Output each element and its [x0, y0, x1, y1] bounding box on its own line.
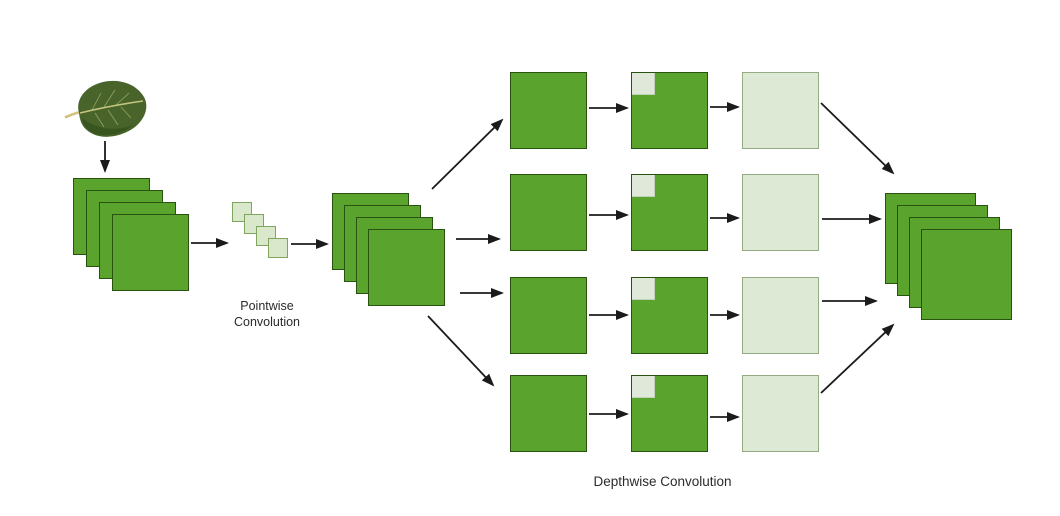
depthwise-input-map: [510, 277, 587, 354]
depthwise-input-map: [510, 174, 587, 251]
depthwise-output-map: [742, 277, 819, 354]
leaf-stem: [64, 110, 83, 119]
leaf-shading: [82, 118, 133, 136]
output-feature-map-layer: [921, 229, 1012, 320]
pointwise-output-layer: [368, 229, 445, 306]
kernel-corner-overlay: [632, 278, 655, 300]
arrow-branch1-to-output-stack: [820, 102, 895, 175]
depthwise-kernel-map: [631, 174, 708, 251]
depthwise-input-map: [510, 72, 587, 149]
arrows: [100, 102, 895, 422]
kernel-corner-overlay: [632, 376, 655, 398]
depthwise-convolution-label: Depthwise Convolution: [593, 474, 732, 489]
kernel-corner-overlay: [632, 175, 655, 197]
depthwise-output-map: [742, 72, 819, 149]
arrow-fanout-branch1: [431, 118, 504, 190]
pointwise-convolution-label: Pointwise Convolution: [233, 299, 300, 329]
leaf-midrib: [79, 100, 144, 114]
depthwise-kernel-map: [631, 375, 708, 452]
depthwise-output-map: [742, 375, 819, 452]
arrow-fanout-branch4: [427, 315, 495, 387]
leaf-veins: [91, 89, 132, 128]
input-feature-map-layer: [112, 214, 189, 291]
leaf-image: [64, 80, 147, 137]
depthwise-kernel-map: [631, 277, 708, 354]
kernel-corner-overlay: [632, 73, 655, 95]
pointwise-kernel: [268, 238, 288, 258]
leaf-blade: [78, 80, 147, 137]
depthwise-output-map: [742, 174, 819, 251]
arrow-branch4-to-output-stack: [820, 323, 895, 394]
depthwise-kernel-map: [631, 72, 708, 149]
depthwise-input-map: [510, 375, 587, 452]
